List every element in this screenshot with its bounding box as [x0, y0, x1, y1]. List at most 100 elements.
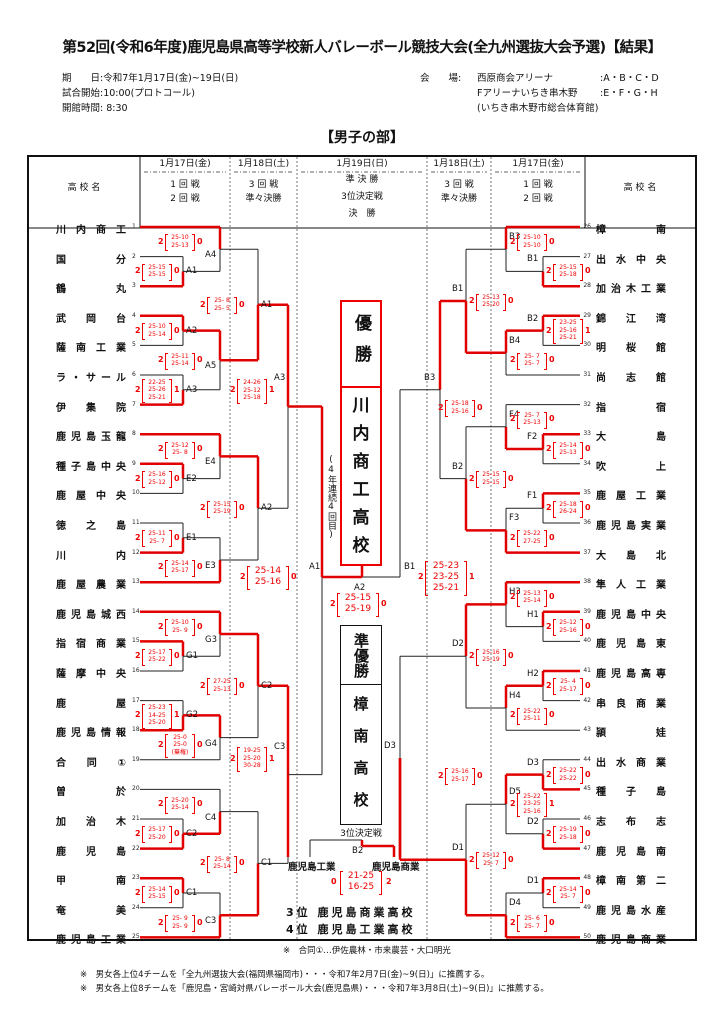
score-bracket-close	[379, 871, 382, 895]
score-bracket-close	[286, 566, 289, 590]
score-bracket-open	[553, 500, 556, 518]
team-name-left: 川 内 商 工	[56, 225, 126, 236]
seed-number-left: 14	[132, 607, 140, 615]
seed-number-left: 7	[132, 400, 136, 408]
set-score: 25- 6	[524, 915, 540, 923]
sets-won-loser: 0	[197, 355, 203, 365]
seed-number-left: 19	[132, 755, 140, 763]
court-label: H3	[509, 587, 521, 598]
court-label: H4	[509, 691, 521, 701]
set-score: 25-19	[213, 508, 231, 516]
set-score: 25- 7	[483, 859, 499, 867]
set-score: 25- 5	[214, 304, 230, 312]
sets-won-winner: 2	[135, 473, 141, 483]
set-score: 25-21	[148, 393, 166, 401]
score-bracket-close	[169, 648, 172, 666]
seed-number-right: 28	[583, 282, 591, 290]
third-left-sets: 0	[331, 877, 337, 886]
score-bracket-close	[192, 559, 195, 577]
score-bracket-close	[192, 733, 195, 759]
court-label: B3	[509, 232, 521, 243]
set-score: 25-10	[523, 241, 541, 249]
sets-won-winner: 2	[438, 770, 444, 780]
set-score: 25-20	[243, 754, 261, 762]
score-bracket-close	[464, 560, 467, 596]
sets-won-winner: 2	[546, 325, 552, 335]
team-name-right: 鹿 児 島 南	[596, 846, 666, 858]
seed-number-left: 16	[132, 667, 140, 674]
score-bracket-close	[169, 323, 172, 341]
seed-number-right: 32	[583, 400, 591, 408]
score-bracket-close	[234, 855, 237, 873]
seed-number-right: 31	[583, 371, 591, 378]
seed-number-left: 22	[132, 844, 140, 852]
court-label: C3	[274, 741, 286, 752]
set-score: 25-16	[523, 807, 541, 815]
score-bracket-close	[169, 263, 172, 281]
champion-name-char: 校	[352, 536, 370, 556]
set-score: 25-22	[523, 792, 541, 800]
runnerup-label-box	[340, 625, 382, 685]
header-round: 2 回 戦	[523, 194, 553, 204]
score-bracket-open	[553, 826, 556, 844]
header-date: 1月17日(金)	[512, 159, 564, 169]
set-score: 24-26	[243, 379, 261, 387]
set-score: 25-13	[482, 293, 500, 301]
sets-won-winner: 2	[135, 266, 141, 276]
third-right-team: 鹿児島商業	[372, 862, 420, 873]
score-bracket-open	[142, 826, 145, 844]
sets-won-loser: 0	[197, 562, 203, 572]
note-2: ※ 男女各上位8チームを「鹿児島・宮崎対県バレーボール大会(鹿児島県)・・・令和…	[80, 984, 549, 994]
team-name-left: 加 治 木	[56, 817, 126, 828]
set-score: 25-10	[523, 234, 541, 242]
seed-number-right: 42	[583, 696, 591, 704]
set-score: 25-12	[559, 619, 577, 627]
set-score: 25-12	[171, 441, 189, 449]
set-score: 21-25	[347, 871, 375, 881]
sets-won-loser: 0	[549, 592, 555, 601]
sets-won-winner: 2	[510, 236, 516, 246]
open-time-text: 開館時間: 8:30	[62, 103, 128, 114]
team-name-left: 川 内	[56, 550, 126, 562]
court-label: D2	[452, 639, 464, 650]
set-score: 25-22	[148, 656, 166, 664]
score-bracket-close	[544, 352, 547, 370]
sets-won-loser: 0	[585, 503, 591, 513]
team-name-right: 頴 娃	[596, 728, 666, 740]
team-name-left: 伊 集 院	[56, 402, 126, 414]
court-label: H2	[527, 668, 539, 679]
score-bracket-close	[580, 678, 583, 696]
score-bracket-close	[580, 500, 583, 518]
seed-number-left: 2	[132, 252, 136, 260]
set-score: 25-17	[451, 775, 469, 783]
sets-won-loser: 0	[585, 621, 591, 631]
set-score: 25-16	[559, 626, 577, 634]
seed-number-right: 48	[583, 874, 591, 882]
set-score: 25-13	[559, 449, 577, 456]
team-name-right: 明 桜 館	[596, 343, 666, 355]
header-date: 1月19日(日)	[336, 159, 388, 169]
seed-number-left: 24	[132, 903, 140, 911]
third-right-sets: 2	[386, 877, 392, 886]
sets-won-winner: 2	[546, 828, 552, 838]
set-score: 25-19	[559, 826, 577, 834]
sets-won-loser: 0	[508, 296, 514, 305]
team-name-left: 曽 於	[56, 787, 126, 799]
set-score: 25-10	[171, 619, 189, 627]
set-score: 25-14	[171, 559, 189, 567]
team-name-right: 鹿児島実業	[596, 521, 666, 532]
champion-box	[340, 300, 382, 566]
seed-number-right: 44	[583, 755, 591, 763]
seed-number-left: 17	[132, 696, 140, 704]
champion-name-char: 川	[352, 396, 370, 416]
court-label: F1	[527, 491, 538, 502]
score-bracket-open	[340, 871, 343, 895]
sets-won-winner: 2	[230, 753, 236, 763]
score-bracket-close	[169, 885, 172, 903]
court-label: C3	[205, 916, 217, 927]
set-score: 25- 9	[172, 922, 188, 930]
score-bracket-open	[142, 648, 145, 666]
sets-won-loser: 1	[174, 384, 180, 394]
score-bracket-open	[476, 293, 479, 311]
set-score: 25-18	[451, 400, 469, 408]
